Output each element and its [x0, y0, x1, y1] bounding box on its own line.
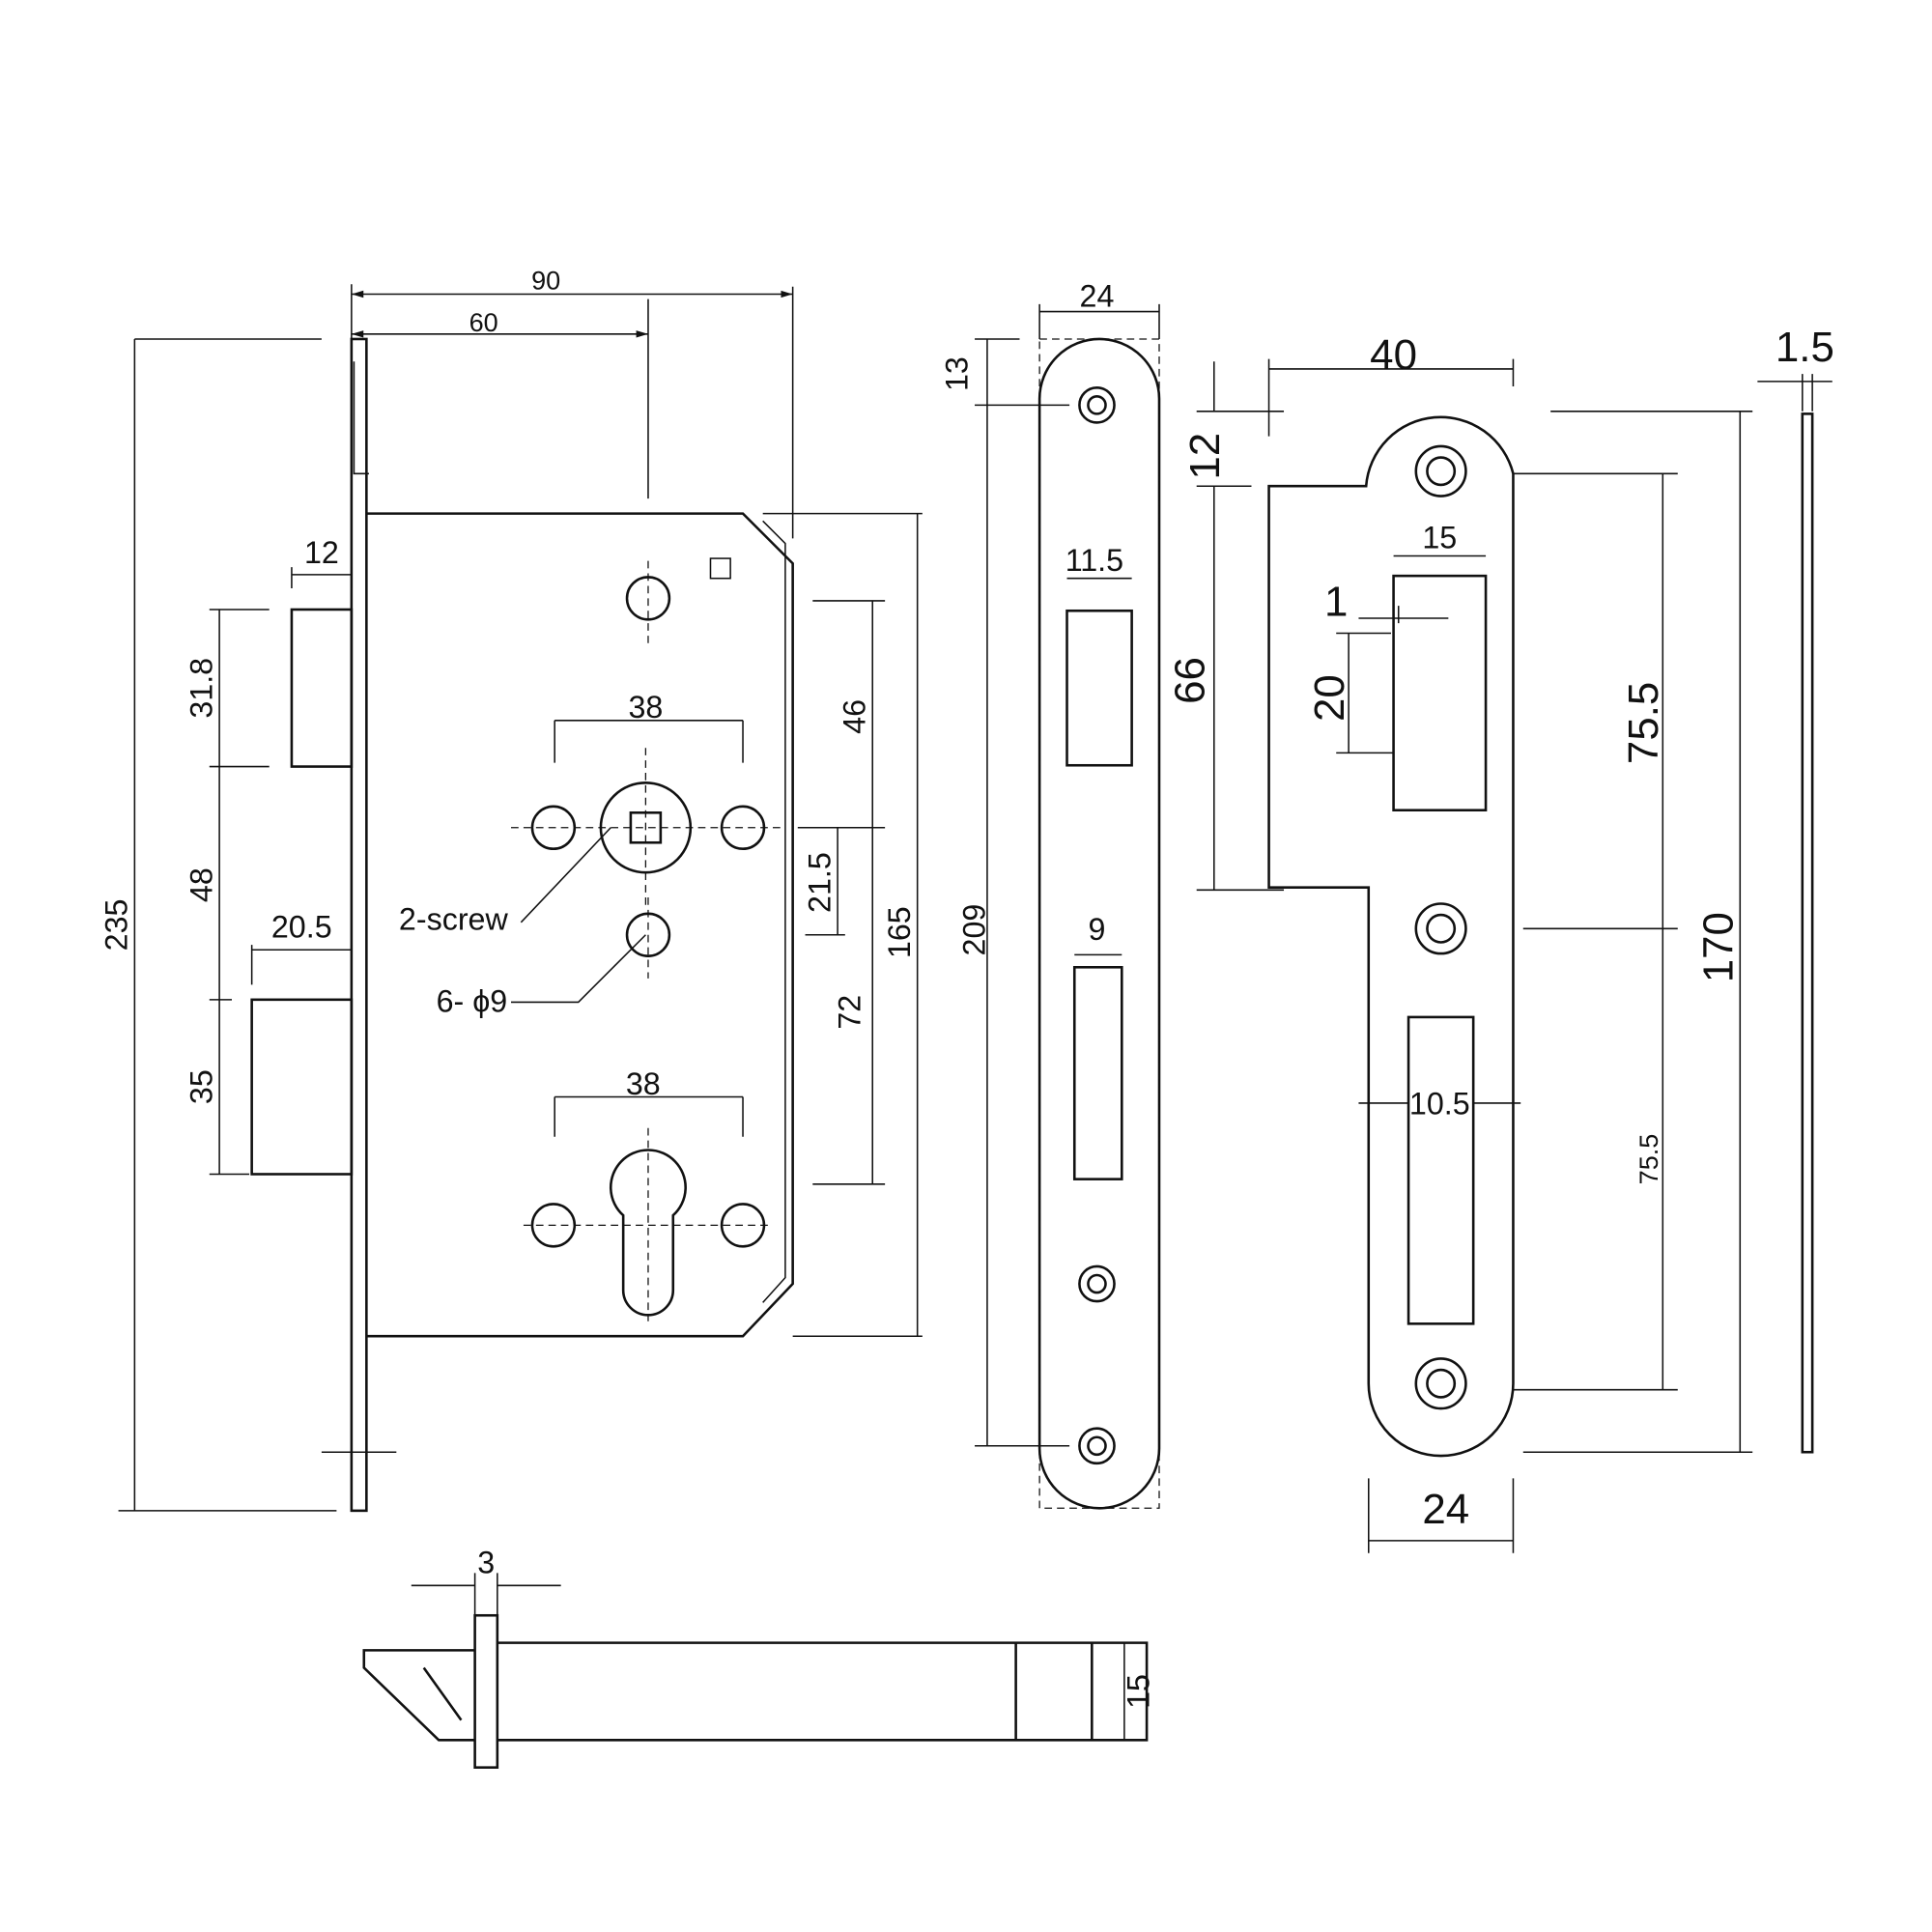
faceplate-view: 24 13 11.5 209 9	[939, 278, 1161, 1510]
dim-24-strike: 24	[1422, 1486, 1469, 1533]
dim-209: 209	[956, 904, 991, 956]
dim-235: 235	[99, 899, 134, 952]
label-6-holes: 6- ϕ9	[437, 984, 508, 1019]
lock-body-dimensions: 90 60 12 31.8 48 20.5 35 235 38 38 46 21…	[99, 265, 923, 1512]
dim-165: 165	[882, 906, 917, 958]
dim-75.5-upper: 75.5	[1620, 682, 1667, 764]
dim-3: 3	[477, 1545, 495, 1579]
lock-case	[366, 512, 794, 1338]
dim-75.5-lower: 75.5	[1634, 1134, 1663, 1185]
dim-40: 40	[1370, 331, 1417, 379]
bolt-side-view: 3 15	[362, 1545, 1156, 1769]
dim-20: 20	[1306, 674, 1353, 722]
dim-170: 170	[1695, 912, 1743, 982]
dim-1: 1	[1324, 578, 1348, 625]
dim-46: 46	[837, 699, 871, 734]
faceplate-side	[350, 337, 368, 1513]
cylinder-hole	[610, 1149, 687, 1317]
dim-38-top: 38	[628, 690, 663, 724]
dim-11.5: 11.5	[1065, 543, 1123, 578]
latch-bolt	[290, 608, 354, 768]
dim-60: 60	[469, 307, 498, 337]
dim-15-strike: 15	[1422, 521, 1457, 555]
dim-24-faceplate: 24	[1080, 278, 1115, 313]
dim-12-strike: 12	[1181, 433, 1229, 480]
dim-1.5: 1.5	[1776, 324, 1834, 371]
dim-15-bolt: 15	[1122, 1674, 1156, 1709]
dim-21.5: 21.5	[802, 852, 837, 913]
dim-72: 72	[832, 995, 867, 1030]
dim-12: 12	[304, 535, 339, 570]
strike-plate-view: 40 12 66 15 1 20 75.5 75.5 170 10.5 24 1…	[1166, 324, 1834, 1553]
dim-38-bottom: 38	[626, 1066, 661, 1101]
dead-bolt	[250, 998, 354, 1176]
dim-9: 9	[1089, 912, 1106, 947]
dim-20.5: 20.5	[271, 909, 332, 944]
strike-side	[1801, 412, 1814, 1454]
dim-31.8: 31.8	[184, 658, 218, 719]
dim-48: 48	[184, 867, 218, 902]
dim-66: 66	[1166, 657, 1213, 704]
label-2-screw: 2-screw	[399, 902, 509, 937]
dim-10.5: 10.5	[1409, 1087, 1470, 1122]
lock-body-view	[250, 337, 794, 1513]
dim-90: 90	[531, 265, 560, 295]
dim-35: 35	[184, 1069, 218, 1104]
dim-13: 13	[939, 356, 974, 391]
